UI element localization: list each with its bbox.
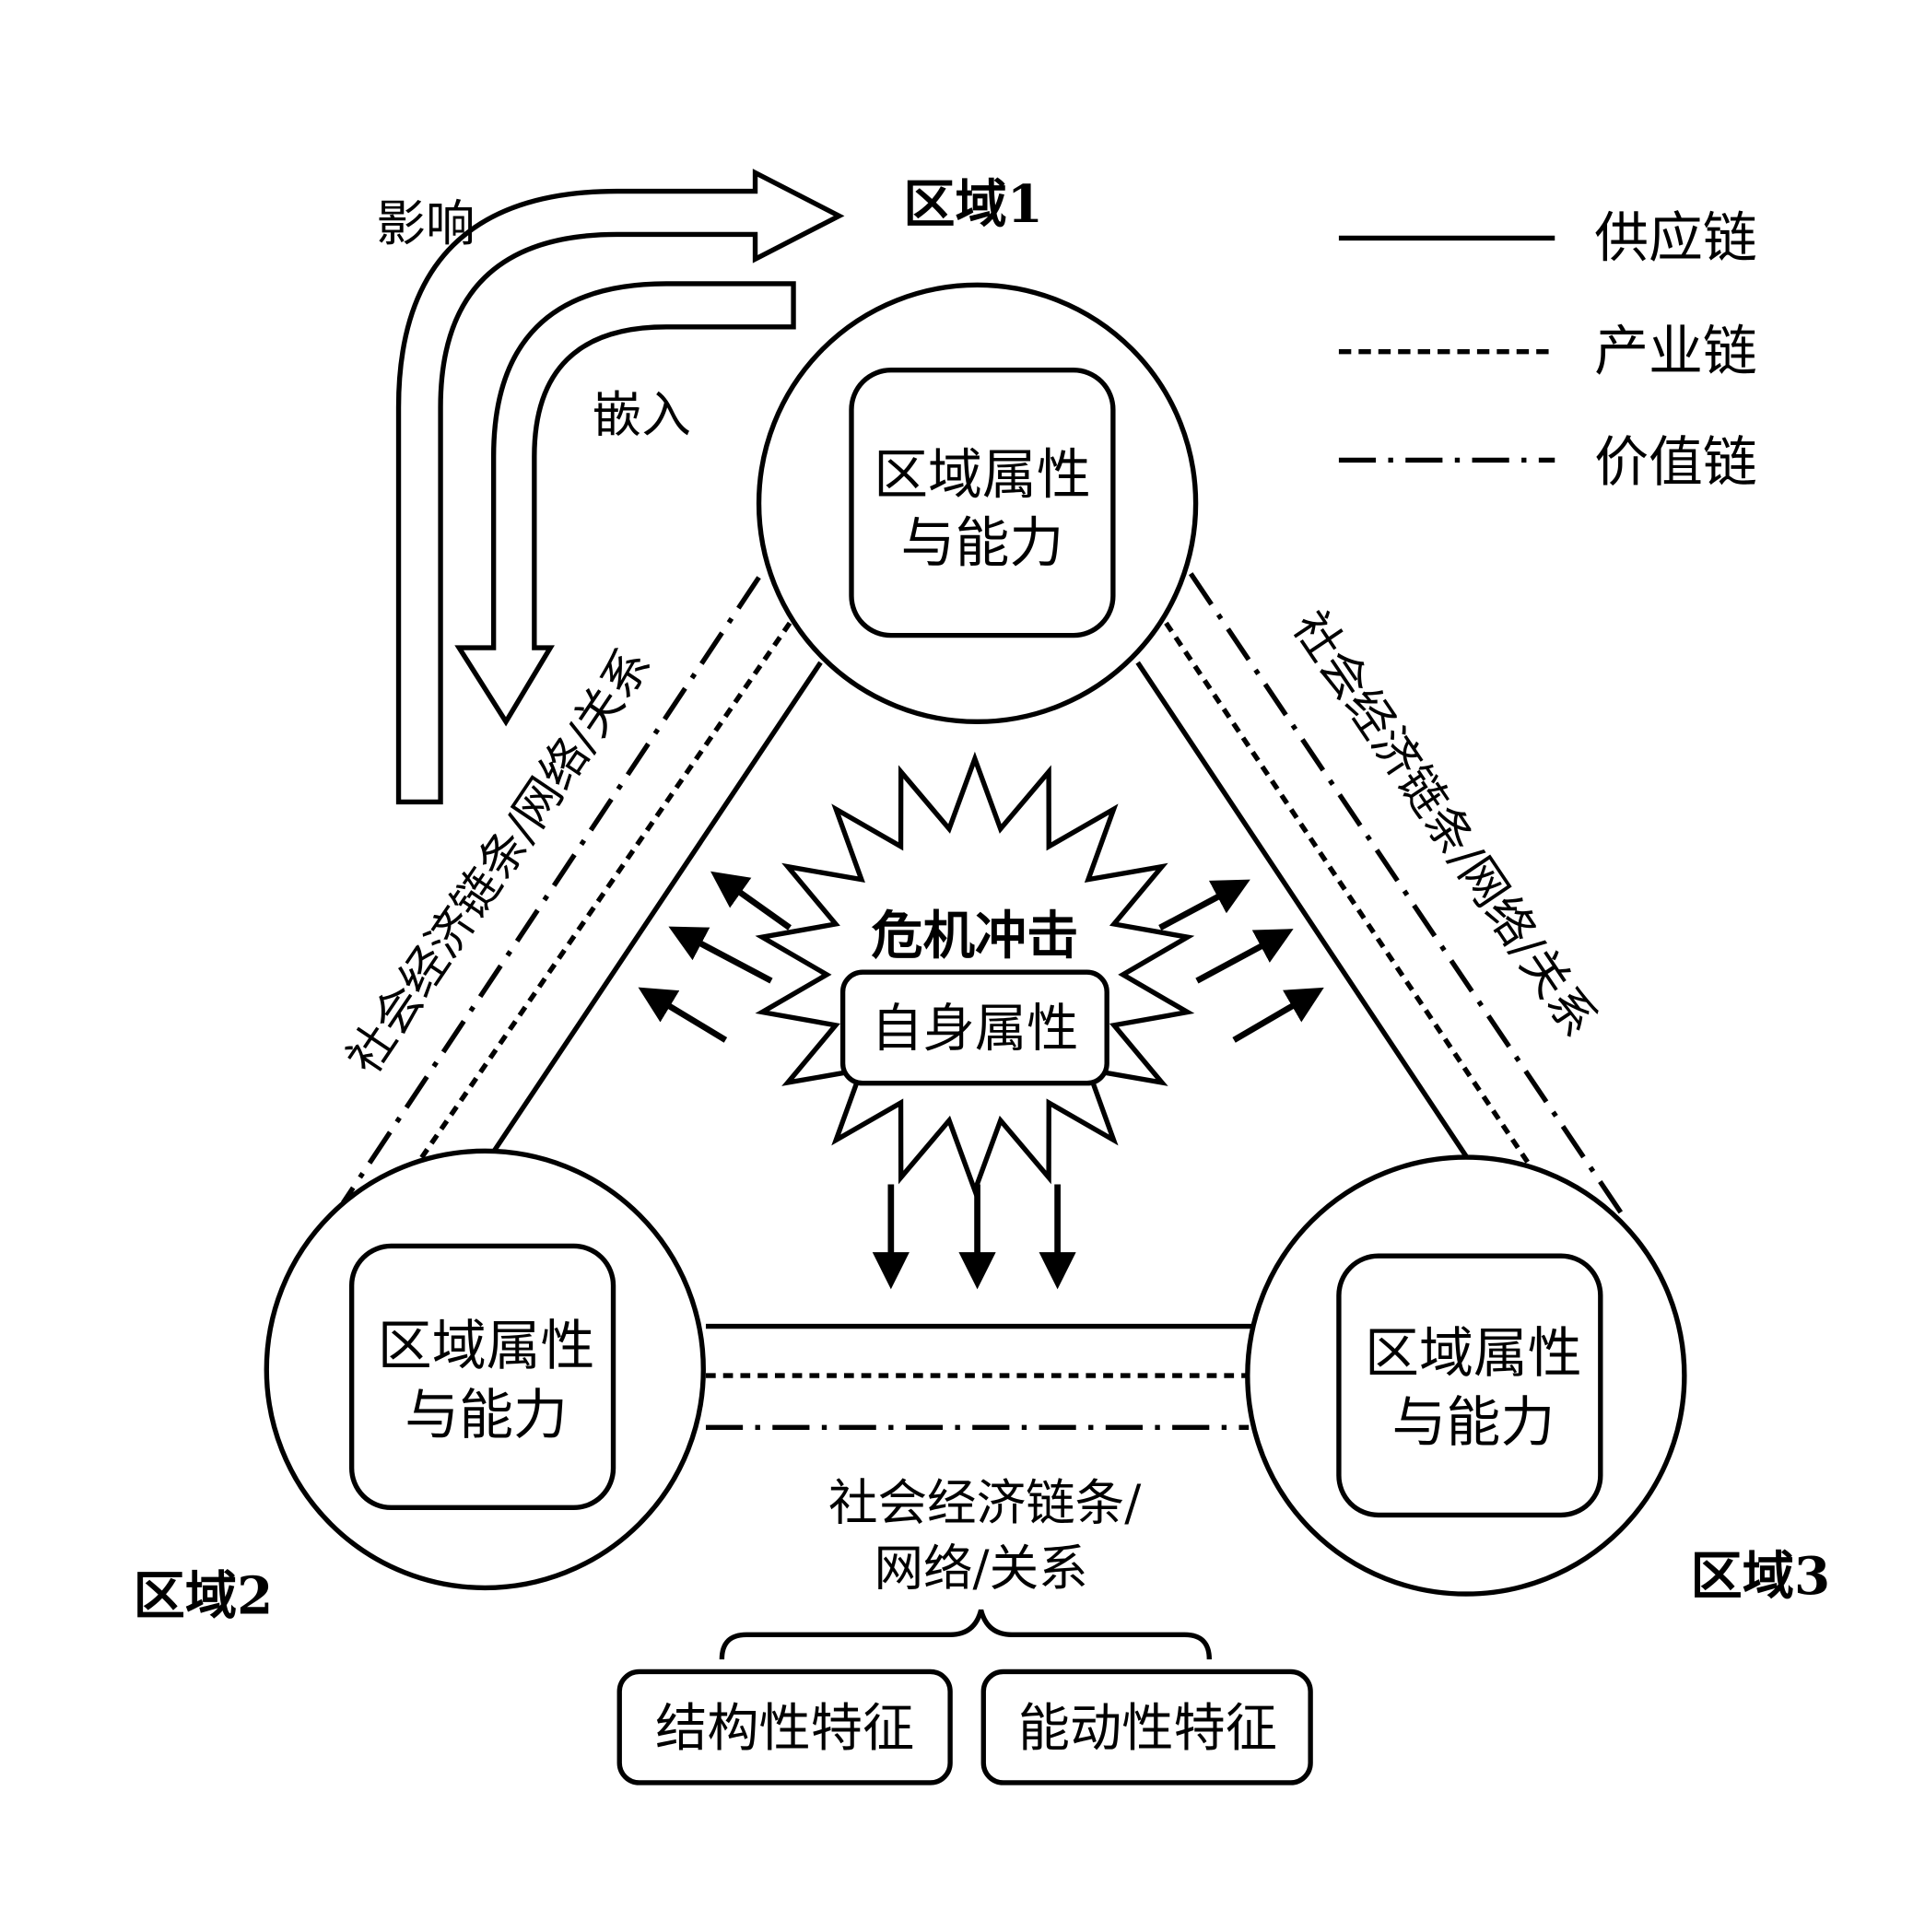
region-1: 区域属性 与能力 区域1: [756, 174, 1199, 725]
legend-label: 产业链: [1594, 320, 1757, 383]
bottom-links: [705, 1323, 1253, 1430]
legend-label: 价值链: [1594, 430, 1757, 494]
shock-arrow: [668, 926, 773, 984]
agentic-feature-box: [980, 1669, 1313, 1786]
structural-feature-text: 结构性特征: [655, 1699, 914, 1759]
right-links: [1135, 572, 1626, 1217]
bottom-link-label-2: 网络/关系: [874, 1540, 1087, 1598]
left-links: [341, 576, 823, 1205]
industry-chain-line: [411, 621, 792, 1171]
supply-chain-line: [487, 661, 823, 1159]
region-attribute-box: [849, 368, 1116, 638]
shock-arrow: [710, 871, 792, 931]
brace: [719, 1609, 1212, 1660]
region-label: 区域2: [134, 1566, 274, 1627]
industry-chain-line: [1164, 621, 1535, 1171]
influence-arrow: [395, 169, 845, 805]
region-attribute-text: 区域属性: [1365, 1321, 1582, 1385]
value-chain-line: [341, 576, 761, 1205]
self-attribute-text: 自身属性: [871, 1000, 1078, 1060]
value-chain-line: [1189, 572, 1626, 1217]
region-capability-text: 与能力: [901, 510, 1064, 574]
region-attribute-text: 区域属性: [378, 1314, 595, 1377]
self-attribute-box: [839, 969, 1109, 1086]
region-attribute-text: 区域属性: [874, 443, 1091, 507]
region-label: 区域3: [1691, 1546, 1831, 1607]
shock-arrow: [1232, 987, 1324, 1043]
shock-arrow: [1195, 929, 1294, 984]
region-capability-text: 与能力: [1392, 1390, 1555, 1454]
shock-arrow: [1158, 879, 1250, 931]
influence-label: 影响: [376, 194, 475, 252]
embed-arrow: [454, 281, 796, 727]
region-3: 区域属性 与能力 区域3: [1245, 1154, 1831, 1607]
region-label: 区域1: [903, 174, 1043, 235]
shock-arrow: [638, 987, 728, 1043]
structural-feature-box: [616, 1669, 953, 1786]
crisis-title: 危机冲击: [871, 906, 1078, 966]
embed-label: 嵌入: [593, 386, 691, 444]
region-attribute-box: [348, 1243, 616, 1511]
region-capability-text: 与能力: [405, 1383, 568, 1446]
region-2: 区域属性 与能力 区域2: [134, 1148, 706, 1627]
region-attribute-box: [1336, 1253, 1603, 1518]
legend: 供应链 产业链 价值链: [1338, 206, 1757, 494]
legend-label: 供应链: [1594, 206, 1757, 270]
right-link-label: 社会经济链条/网络/关系: [1283, 602, 1608, 1047]
agentic-feature-text: 能动性特征: [1018, 1699, 1277, 1759]
bottom-link-label-1: 社会经济链条/: [828, 1474, 1142, 1532]
supply-chain-line: [1135, 661, 1471, 1162]
shock-arrows: [638, 871, 1324, 1290]
